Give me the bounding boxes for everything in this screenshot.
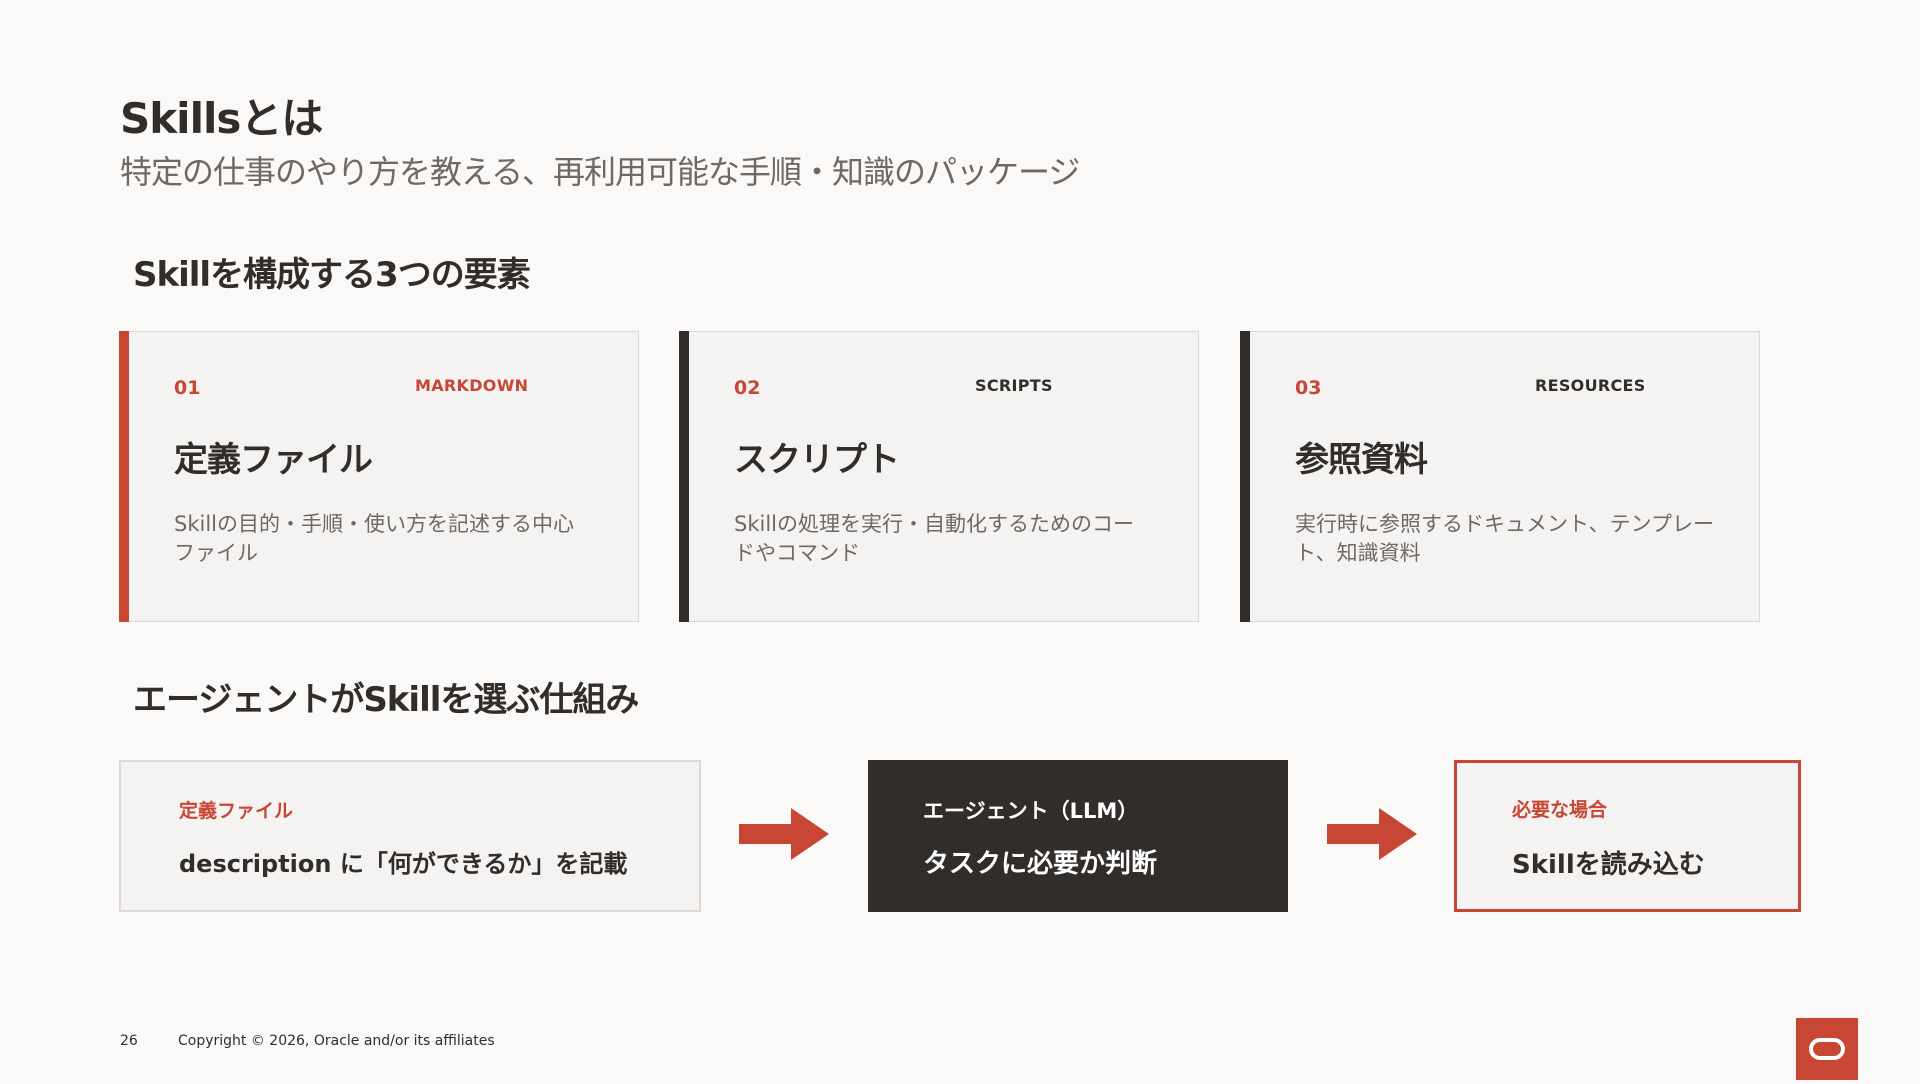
card-number: 01: [174, 377, 201, 399]
card-title: スクリプト: [734, 440, 900, 480]
card-description: Skillの目的・手順・使い方を記述する中心ファイル: [174, 512, 574, 565]
card-tag: MARKDOWN: [415, 376, 529, 395]
card-tag: RESOURCES: [1535, 376, 1646, 395]
flow-step-text: Skillを読み込む: [1512, 850, 1705, 880]
card-description: Skillの処理を実行・自動化するためのコードやコマンド: [734, 512, 1134, 565]
card-accent-bar: [119, 331, 129, 622]
flow-step-definition: 定義ファイル description に「何ができるか」を記載: [119, 760, 701, 912]
component-card-definition: 01 MARKDOWN 定義ファイル Skillの目的・手順・使い方を記述する中…: [119, 331, 639, 622]
copyright-text: Copyright © 2026, Oracle and/or its affi…: [178, 1033, 495, 1049]
card-accent-bar: [1240, 331, 1250, 622]
flow-step-text: タスクに必要か判断: [923, 849, 1158, 879]
slide-title: Skillsとは: [120, 94, 323, 143]
flow-step-label: エージェント（LLM）: [923, 799, 1139, 823]
card-number: 02: [734, 377, 761, 399]
card-accent-bar: [679, 331, 689, 622]
flow-step-label: 定義ファイル: [179, 800, 294, 822]
section-title-components: Skillを構成する3つの要素: [133, 255, 531, 295]
card-tag: SCRIPTS: [975, 376, 1053, 395]
arrow-right-icon: [739, 808, 829, 860]
flow-step-label: 必要な場合: [1512, 799, 1608, 821]
flow-step-agent: エージェント（LLM） タスクに必要か判断: [868, 760, 1288, 912]
logo-icon: [1809, 1038, 1845, 1060]
oracle-logo: [1796, 1018, 1858, 1080]
flow-step-load: 必要な場合 Skillを読み込む: [1454, 760, 1801, 912]
card-title: 参照資料: [1295, 440, 1428, 480]
component-card-resources: 03 RESOURCES 参照資料 実行時に参照するドキュメント、テンプレート、…: [1240, 331, 1760, 622]
page-number: 26: [120, 1033, 138, 1049]
card-description: 実行時に参照するドキュメント、テンプレート、知識資料: [1295, 512, 1714, 565]
slide-subtitle: 特定の仕事のやり方を教える、再利用可能な手順・知識のパッケージ: [120, 153, 1080, 191]
section-title-selection: エージェントがSkillを選ぶ仕組み: [133, 680, 639, 720]
flow-step-text: description に「何ができるか」を記載: [179, 850, 628, 878]
card-number: 03: [1295, 377, 1322, 399]
card-title: 定義ファイル: [174, 440, 373, 480]
arrow-right-icon: [1327, 808, 1417, 860]
component-card-scripts: 02 SCRIPTS スクリプト Skillの処理を実行・自動化するためのコード…: [679, 331, 1199, 622]
